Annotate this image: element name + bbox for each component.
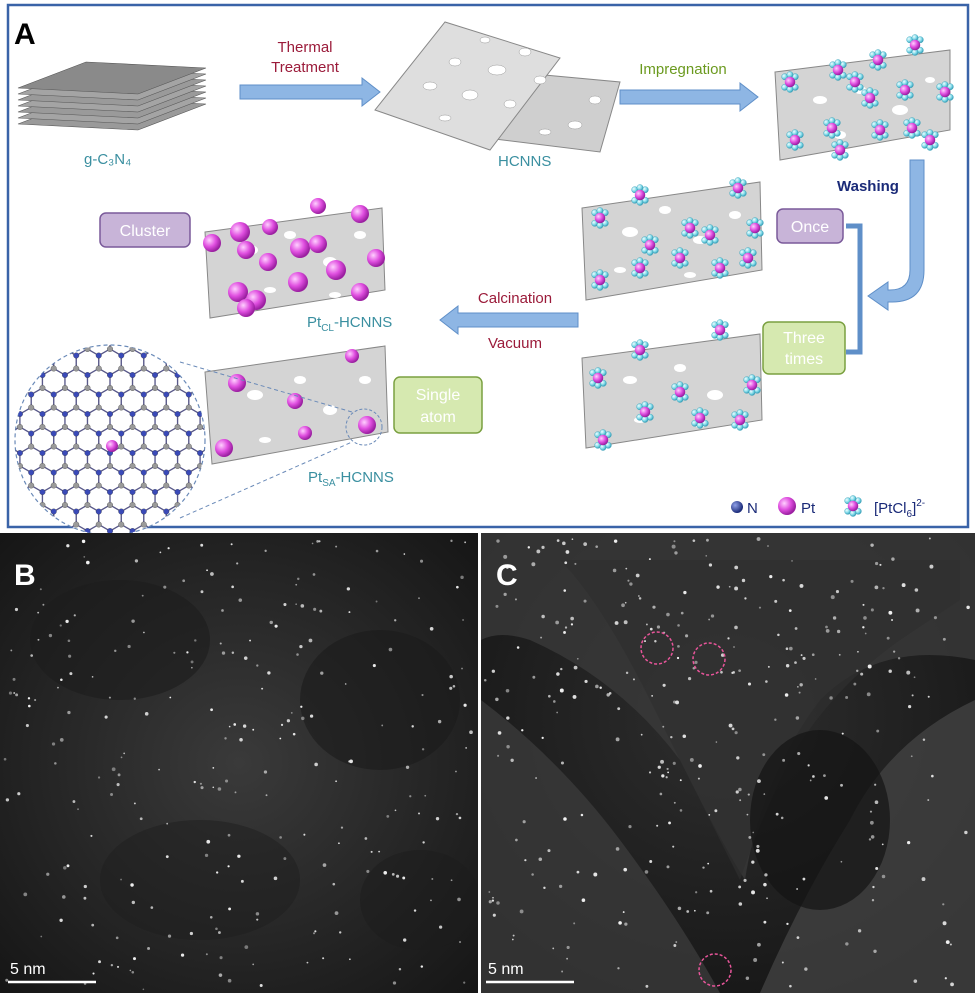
pt-cluster-atom: [351, 283, 369, 301]
pt-cluster-atom: [351, 205, 369, 223]
three-times-label-2: times: [785, 351, 823, 368]
single-atom-label-2: atom: [420, 409, 456, 426]
pt-cl-suffix: -HCNNS: [334, 314, 392, 331]
gc3n4-label: g-C₃N₄: [84, 151, 131, 168]
vacuum-label: Vacuum: [488, 335, 542, 352]
pt-cluster-atom: [262, 219, 278, 235]
panel-a-label: A: [14, 18, 36, 51]
pt-cluster-atom: [259, 253, 277, 271]
thermal-label-1: Thermal: [277, 39, 332, 56]
pt-cluster-atom: [326, 260, 346, 280]
washing-label: Washing: [837, 178, 899, 195]
hcnns-label: HCNNS: [498, 153, 551, 170]
pt-sa-prefix: Pt: [308, 469, 323, 486]
pt-sa-suffix: -HCNNS: [336, 469, 394, 486]
pt-cluster-atom: [310, 198, 326, 214]
pt-cluster-atom: [203, 234, 221, 252]
pt-cluster-atom: [288, 272, 308, 292]
pt-cl-prefix: Pt: [307, 314, 322, 331]
panel-c: C 5 nm: [481, 533, 975, 993]
cluster-label: Cluster: [120, 223, 171, 240]
legend-n-icon: [731, 501, 743, 513]
thermal-label-2: Treatment: [271, 59, 340, 76]
single-pt-4: [215, 439, 233, 457]
legend-ptcl-main: [PtCl: [874, 500, 907, 517]
pt-cluster-atom: [237, 241, 255, 259]
lattice-pt-atom: [106, 440, 118, 452]
panel-c-label: C: [496, 559, 518, 592]
pt-cluster-atom: [228, 282, 248, 302]
legend-pt-icon: [778, 497, 796, 515]
single-pt-5: [298, 426, 312, 440]
pt-cluster-atom: [367, 249, 385, 267]
legend-ptcl-sup: 2-: [916, 498, 925, 509]
panel-c-scale-label: 5 nm: [488, 961, 524, 978]
calcination-label: Calcination: [478, 290, 552, 307]
single-pt-3: [345, 349, 359, 363]
panel-b: B 5 nm: [0, 533, 480, 993]
single-pt-6: [358, 416, 376, 434]
once-label: Once: [791, 219, 829, 236]
pt-cluster-atom: [309, 235, 327, 253]
pt-cluster-atom: [230, 222, 250, 242]
legend-pt-label: Pt: [801, 500, 816, 517]
impregnation-label: Impregnation: [639, 61, 727, 78]
pt-cluster-atom: [237, 299, 255, 317]
pt-sa-sub: SA: [322, 478, 336, 489]
pt-cl-sub: CL: [321, 323, 334, 334]
panel-b-label: B: [14, 559, 36, 592]
single-atom-label-1: Single: [416, 387, 461, 404]
pt-cluster-atom: [290, 238, 310, 258]
legend-n-label: N: [747, 500, 758, 517]
panel-b-scale-label: 5 nm: [10, 961, 46, 978]
three-times-label-1: Three: [783, 330, 825, 347]
